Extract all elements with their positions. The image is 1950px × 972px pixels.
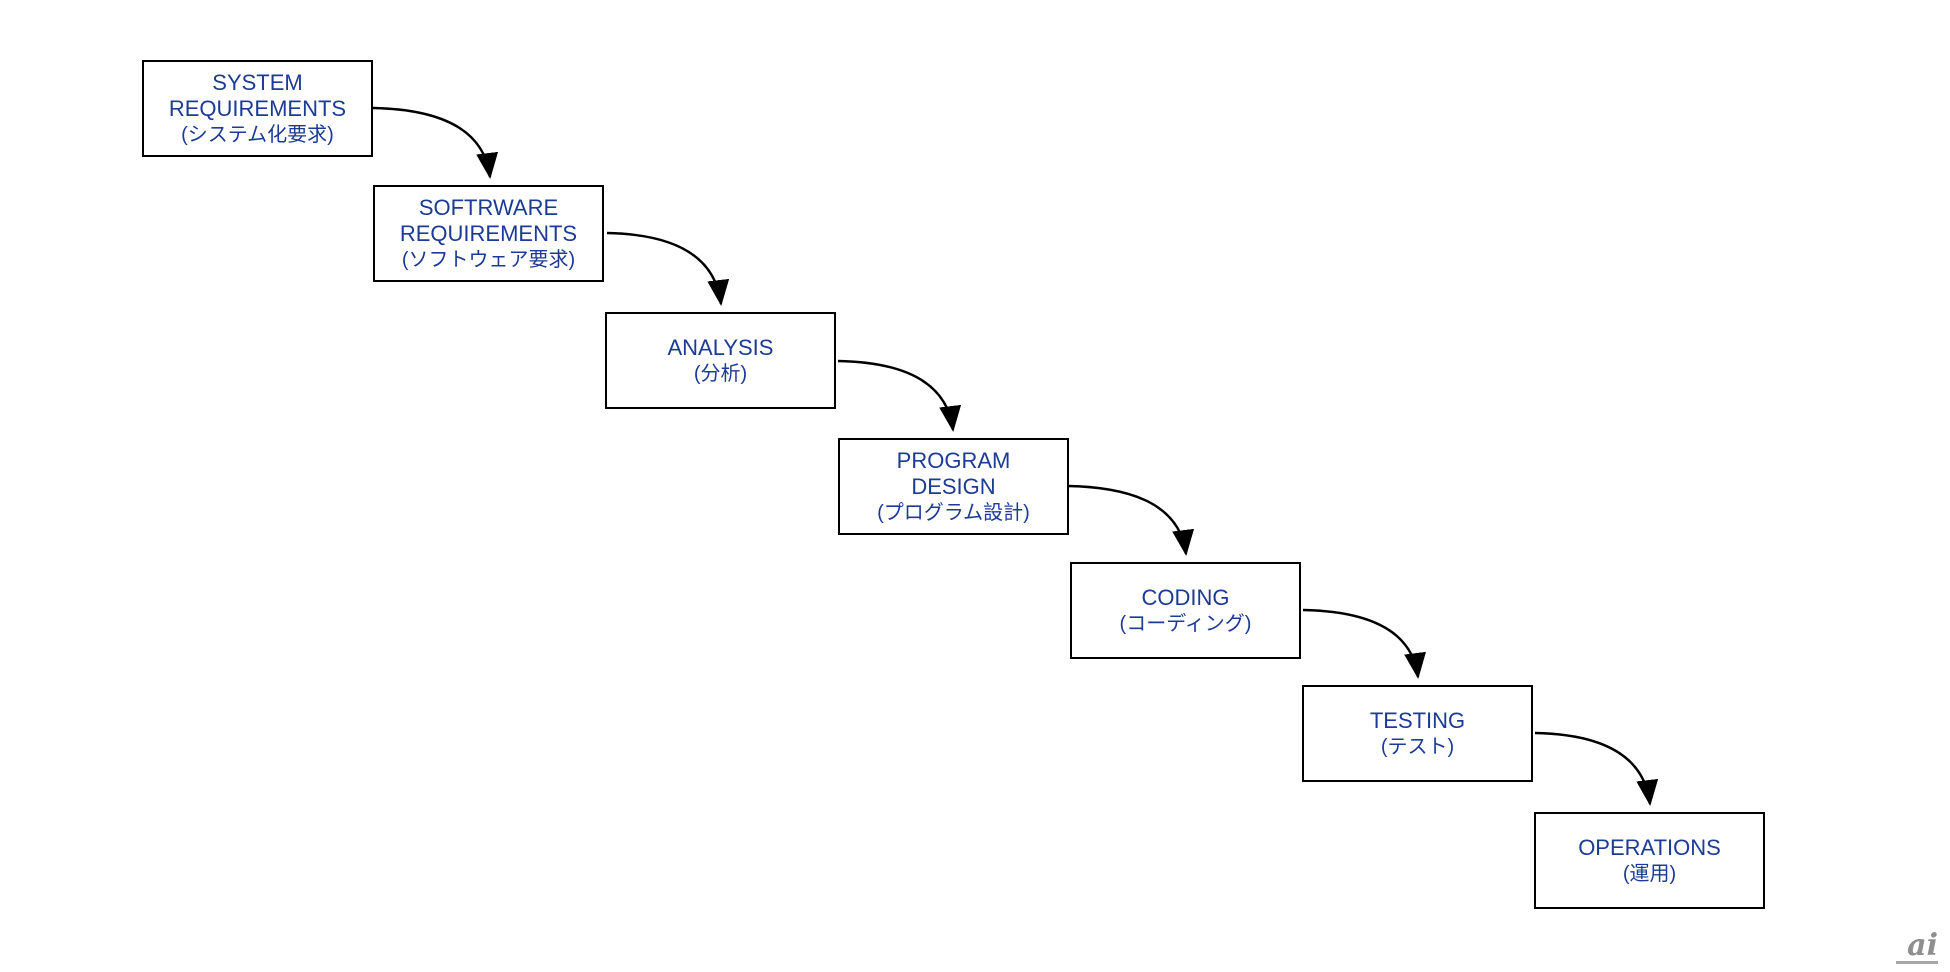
stage-label-en: PROGRAM DESIGN [896,447,1011,499]
stage-box-software-requirements: SOFTRWARE REQUIREMENTS (ソフトウェア要求) [373,185,604,282]
arrow-analysis-to-programdesign [837,359,962,432]
watermark-subtext-bar [1896,961,1938,964]
stage-label-ja: (システム化要求) [181,123,334,146]
arrow-programdesign-to-coding [1067,484,1195,556]
stage-box-system-requirements: SYSTEM REQUIREMENTS (システム化要求) [142,60,373,157]
stage-box-program-design: PROGRAM DESIGN (プログラム設計) [838,438,1069,535]
stage-box-coding: CODING (コーディング) [1070,562,1301,659]
arrow-coding-to-testing [1302,608,1426,679]
stage-box-operations: OPERATIONS (運用) [1534,812,1765,909]
watermark-logo-text: ai [1907,928,1938,963]
stage-label-en: SYSTEM REQUIREMENTS [168,69,347,121]
arrow-software-to-analysis [606,231,730,306]
stage-label-en: CODING [1141,584,1230,610]
publisher-watermark: ai [1896,928,1938,964]
stage-box-analysis: ANALYSIS (分析) [605,312,836,409]
stage-label-en: OPERATIONS [1578,834,1721,860]
stage-label-en: TESTING [1369,707,1466,733]
arrow-system-to-software [372,106,499,179]
stage-label-en: SOFTRWARE REQUIREMENTS [399,194,578,246]
stage-box-testing: TESTING (テスト) [1302,685,1533,782]
stage-label-ja: (コーディング) [1119,612,1252,635]
stage-label-en: ANALYSIS [667,334,774,360]
stage-label-ja: (テスト) [1380,735,1455,758]
arrow-testing-to-operations [1534,731,1659,806]
stage-label-ja: (分析) [693,362,748,385]
stage-label-ja: (運用) [1622,862,1677,885]
stage-label-ja: (プログラム設計) [877,501,1030,524]
stage-label-ja: (ソフトウェア要求) [401,248,576,271]
